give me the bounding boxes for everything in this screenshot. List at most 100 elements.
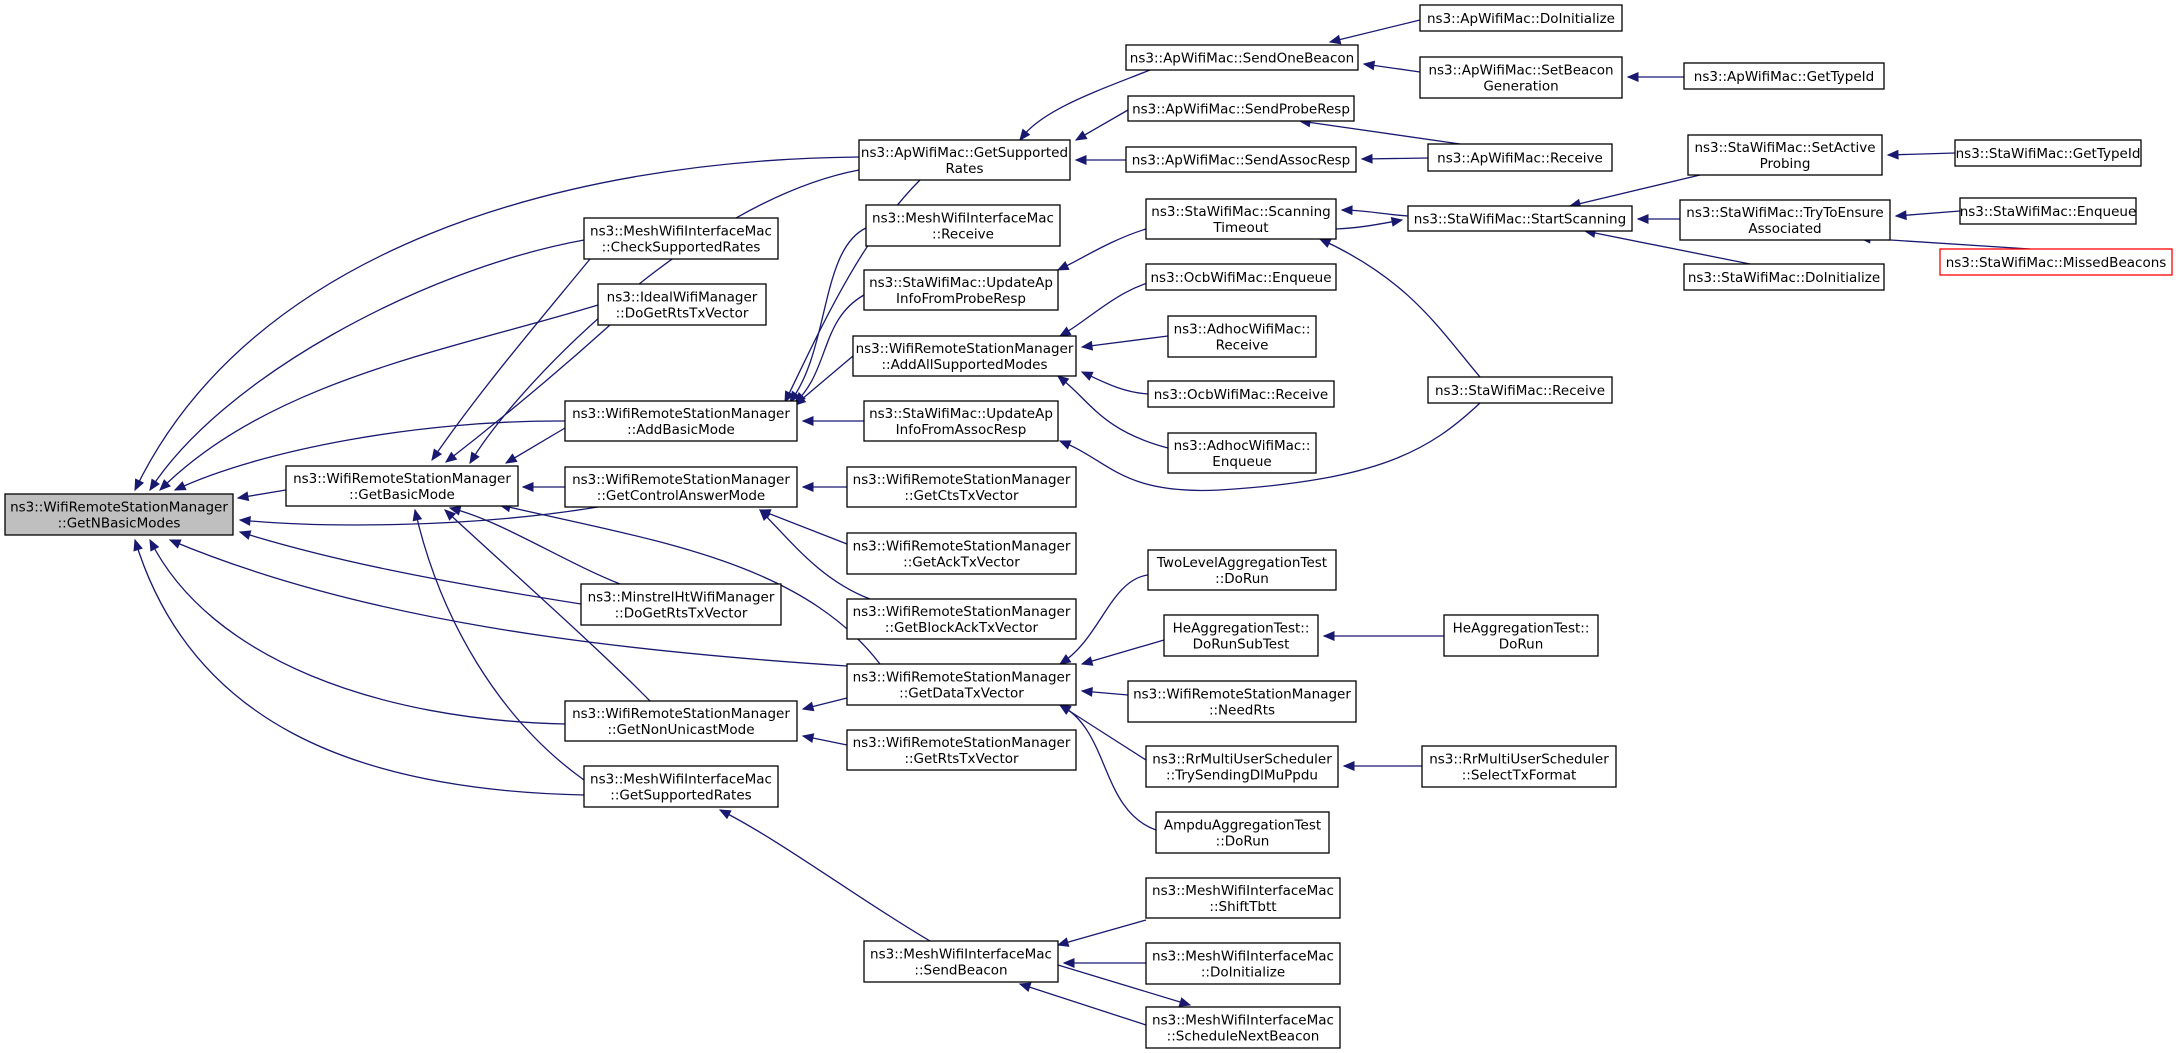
node-box [1427, 143, 1613, 172]
node-label: DoRunSubTest [1193, 637, 1290, 653]
node-getNonUnicastMode[interactable]: ns3::WifiRemoteStationManager::GetNonUni… [564, 700, 798, 742]
node-box [865, 204, 1061, 247]
node-meshScheduleNextBeacon[interactable]: ns3::MeshWifiInterfaceMac::ScheduleNextB… [1145, 1006, 1341, 1049]
edge-apReceive-to-apSendProbeResp [1298, 117, 1461, 145]
node-checkSupportedRates[interactable]: ns3::MeshWifiInterfaceMac::CheckSupporte… [583, 217, 779, 260]
node-apDoInitialize[interactable]: ns3::ApWifiMac::DoInitialize [1419, 4, 1623, 32]
edge-adhocReceive-to-addAllSupportedModes [1080, 335, 1169, 351]
edge-apDoInitialize-to-apSendOneBeacon [1328, 19, 1421, 45]
node-getControlAnswerMode[interactable]: ns3::WifiRemoteStationManager::GetContro… [564, 466, 798, 508]
node-box [1954, 139, 2142, 167]
node-apGetTypeId[interactable]: ns3::ApWifiMac::GetTypeId [1683, 62, 1885, 90]
node-label: ns3::WifiRemoteStationManager [853, 604, 1071, 620]
edge-ocbReceive-to-addAllSupportedModes [1080, 371, 1149, 395]
node-box [852, 335, 1077, 377]
edge-staReceive-to-staScanningTimeout [1318, 238, 1481, 378]
node-box [1959, 197, 2137, 225]
edge-addBasicMode-to-root [173, 420, 566, 491]
edge-meshDoInitialize-to-meshSendBeacon [1062, 958, 1146, 968]
node-label: ns3::WifiRemoteStationManager [853, 670, 1071, 686]
node-getDataTxVector[interactable]: ns3::WifiRemoteStationManager::GetDataTx… [846, 663, 1077, 706]
node-rrTrySending[interactable]: ns3::RrMultiUserScheduler::TrySendingDlM… [1145, 745, 1339, 788]
node-addBasicMode[interactable]: ns3::WifiRemoteStationManager::AddBasicM… [564, 400, 798, 442]
node-meshReceive[interactable]: ns3::MeshWifiInterfaceMac::Receive [865, 204, 1061, 247]
node-box [564, 700, 798, 742]
node-label: ::NeedRts [1209, 703, 1275, 719]
node-heDoRunSubTest[interactable]: HeAggregationTest::DoRunSubTest [1163, 614, 1319, 657]
node-label: ::SendBeacon [914, 963, 1007, 979]
node-getBlockAckTxVector[interactable]: ns3::WifiRemoteStationManager::GetBlockA… [846, 598, 1077, 640]
node-label: Generation [1483, 79, 1558, 95]
node-box [1147, 380, 1335, 408]
node-box [1167, 432, 1317, 474]
node-heDoRun[interactable]: HeAggregationTest::DoRun [1443, 614, 1599, 657]
node-getBasicMode[interactable]: ns3::WifiRemoteStationManager::GetBasicM… [285, 465, 519, 507]
node-box [1127, 680, 1357, 723]
edge-adhocEnqueue-to-addAllSupportedModes [1056, 375, 1169, 449]
node-root[interactable]: ns3::WifiRemoteStationManager::GetNBasic… [4, 493, 234, 536]
edge-heDoRunSubTest-to-getDataTxVector [1080, 639, 1165, 666]
node-box [1127, 95, 1355, 122]
node-apSendProbeResp[interactable]: ns3::ApWifiMac::SendProbeResp [1127, 95, 1355, 122]
node-label: ::DoInitialize [1201, 965, 1285, 981]
node-box [1163, 614, 1319, 657]
node-box [1419, 56, 1623, 99]
node-apReceive[interactable]: ns3::ApWifiMac::Receive [1427, 143, 1613, 172]
node-ocbEnqueue[interactable]: ns3::OcbWifiMac::Enqueue [1145, 263, 1337, 291]
node-apSendAssocResp[interactable]: ns3::ApWifiMac::SendAssocResp [1125, 146, 1357, 173]
node-staStartScanning[interactable]: ns3::StaWifiMac::StartScanning [1407, 205, 1633, 232]
node-minstrelDoGetRts[interactable]: ns3::MinstrelHtWifiManager::DoGetRtsTxVe… [580, 583, 782, 626]
node-staReceive[interactable]: ns3::StaWifiMac::Receive [1427, 376, 1613, 404]
node-ampduDoRun[interactable]: AmpduAggregationTest::DoRun [1155, 811, 1330, 854]
edge-ampduDoRun-to-getDataTxVector [1058, 704, 1157, 831]
node-meshGetSupportedRates[interactable]: ns3::MeshWifiInterfaceMac::GetSupportedR… [583, 765, 779, 808]
node-box [1125, 44, 1359, 71]
node-staEnqueue[interactable]: ns3::StaWifiMac::Enqueue [1959, 197, 2137, 225]
node-label: ns3::WifiRemoteStationManager [853, 735, 1071, 751]
node-getCtsTxVector[interactable]: ns3::WifiRemoteStationManager::GetCtsTxV… [846, 466, 1077, 508]
node-box [1155, 811, 1330, 854]
node-idealDoGetRts[interactable]: ns3::IdealWifiManager::DoGetRtsTxVector [597, 283, 767, 326]
node-meshDoInitialize[interactable]: ns3::MeshWifiInterfaceMac::DoInitialize [1145, 942, 1341, 985]
node-label: ns3::ApWifiMac::SendProbeResp [1132, 102, 1350, 118]
node-ocbReceive[interactable]: ns3::OcbWifiMac::Receive [1147, 380, 1335, 408]
node-rrSelectTxFormat[interactable]: ns3::RrMultiUserScheduler::SelectTxForma… [1421, 745, 1617, 788]
node-apGetSupportedRates[interactable]: ns3::ApWifiMac::GetSupportedRates [858, 139, 1071, 181]
node-label: ns3::WifiRemoteStationManager [1133, 687, 1351, 703]
node-label: ::TrySendingDlMuPpdu [1166, 768, 1318, 784]
node-twoLevelDoRun[interactable]: TwoLevelAggregationTest::DoRun [1147, 549, 1337, 591]
node-staUpdateProbe[interactable]: ns3::StaWifiMac::UpdateApInfoFromProbeRe… [863, 269, 1059, 311]
node-apSendOneBeacon[interactable]: ns3::ApWifiMac::SendOneBeacon [1125, 44, 1359, 71]
node-box [1687, 134, 1883, 176]
edge-minstrelDoGetRts-to-root [238, 530, 582, 605]
edge-getBasicMode-to-root [236, 489, 287, 502]
node-staUpdateAssoc[interactable]: ns3::StaWifiMac::UpdateApInfoFromAssocRe… [863, 400, 1059, 442]
node-label: ns3::StaWifiMac::UpdateAp [869, 406, 1053, 422]
node-adhocEnqueue[interactable]: ns3::AdhocWifiMac::Enqueue [1167, 432, 1317, 474]
node-staMissedBeacons[interactable]: ns3::StaWifiMac::MissedBeacons [1939, 248, 2173, 276]
edge-staScanningTimeout-to-staStartScanning [1335, 217, 1404, 230]
node-box [564, 400, 798, 442]
node-staGetTypeId[interactable]: ns3::StaWifiMac::GetTypeId [1954, 139, 2142, 167]
node-box [1427, 376, 1613, 404]
edge-apGetTypeId-to-apSetBeaconGeneration [1626, 72, 1684, 82]
node-staDoInitialize[interactable]: ns3::StaWifiMac::DoInitialize [1683, 263, 1885, 291]
node-label: Timeout [1212, 220, 1268, 236]
node-label: ns3::WifiRemoteStationManager [293, 471, 511, 487]
node-meshShiftTbtt[interactable]: ns3::MeshWifiInterfaceMac::ShiftTbtt [1145, 877, 1341, 919]
node-label: ns3::IdealWifiManager [607, 290, 758, 306]
node-getAckTxVector[interactable]: ns3::WifiRemoteStationManager::GetAckTxV… [846, 532, 1077, 575]
node-meshSendBeacon[interactable]: ns3::MeshWifiInterfaceMac::SendBeacon [863, 940, 1059, 983]
edge-apSendAssocResp-to-apGetSupportedRates [1074, 155, 1126, 165]
node-label: ::AddAllSupportedModes [881, 357, 1047, 373]
edge-checkSupportedRates-to-getBasicMode [431, 258, 591, 462]
node-getRtsTxVector[interactable]: ns3::WifiRemoteStationManager::GetRtsTxV… [846, 729, 1077, 771]
node-needRts[interactable]: ns3::WifiRemoteStationManager::NeedRts [1127, 680, 1357, 723]
node-adhocReceive[interactable]: ns3::AdhocWifiMac::Receive [1167, 315, 1317, 358]
node-addAllSupportedModes[interactable]: ns3::WifiRemoteStationManager::AddAllSup… [852, 335, 1077, 377]
edge-staReceive-to-staUpdateAssoc [1058, 402, 1481, 492]
